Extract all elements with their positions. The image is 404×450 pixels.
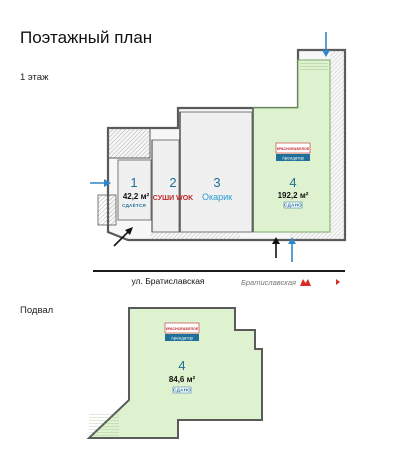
metro-icon xyxy=(300,279,311,286)
stairs-block xyxy=(107,127,151,159)
unit-2-number: 2 xyxy=(169,175,176,190)
page-title: Поэтажный план xyxy=(20,28,153,47)
unit-4-number: 4 xyxy=(289,175,296,190)
unit-1 xyxy=(117,159,152,221)
street-name: ул. Братиславская xyxy=(131,276,204,286)
unit-3-number: 3 xyxy=(213,175,220,190)
unit-4-sign-text: КРАСНОЕ&БЕЛОЕ xyxy=(277,147,310,151)
unit-1-area: 42,2 м² xyxy=(123,192,150,201)
unit-1-status: СДАЁТСЯ xyxy=(122,202,146,208)
unit-4-area: 192,2 м² xyxy=(278,191,309,200)
chevron-right-icon xyxy=(336,279,340,285)
entrance-arrow-diagonal xyxy=(113,227,133,247)
entrance-arrow-bottom-right xyxy=(288,237,296,262)
street-bar: ул. Братиславская Братиславская xyxy=(93,270,345,287)
unit-3-brand: Окарик xyxy=(202,192,232,202)
basement-unit-number: 4 xyxy=(178,358,185,373)
basement-plan: КРАСНОЕ&БЕЛОЕ Арендатор 4 84,6 м² СДАНО xyxy=(86,307,263,439)
unit-4-status: СДАНО xyxy=(284,203,302,208)
wall-hatch xyxy=(330,50,345,240)
unit-4-sign: КРАСНОЕ&БЕЛОЕ Арендатор xyxy=(275,142,311,161)
metro-station-name: Братиславская xyxy=(241,278,296,287)
entrance-arrow-top xyxy=(322,32,330,57)
unit-4-tenant-badge: Арендатор xyxy=(282,155,305,160)
basement-hatch xyxy=(89,414,119,438)
unit-2 xyxy=(151,139,180,233)
floor-label-basement: Подвал xyxy=(20,305,54,316)
entrance-arrow-left xyxy=(90,179,111,187)
entrance-arrow-bottom xyxy=(272,237,280,258)
entry-steps xyxy=(300,60,328,70)
basement-tenant-badge: Арендатор xyxy=(171,335,194,340)
unit-1-number: 1 xyxy=(130,175,137,190)
stairs-entrance xyxy=(97,194,117,226)
front-steps-right xyxy=(290,232,330,240)
unit-2-brand: СУШИ WOK xyxy=(153,195,193,202)
floor-label-1: 1 этаж xyxy=(20,72,49,83)
basement-sign-text: КРАСНОЕ&БЕЛОЕ xyxy=(166,327,199,331)
front-steps xyxy=(150,232,240,240)
floor1-plan: 1 42,2 м² СДАЁТСЯ 2 СУШИ WOK 3 Окарик КР… xyxy=(90,32,347,262)
basement-sign: КРАСНОЕ&БЕЛОЕ Арендатор xyxy=(164,322,200,341)
unit-3 xyxy=(179,111,253,233)
basement-unit-area: 84,6 м² xyxy=(169,375,196,384)
basement-unit-status: СДАНО xyxy=(173,388,191,393)
